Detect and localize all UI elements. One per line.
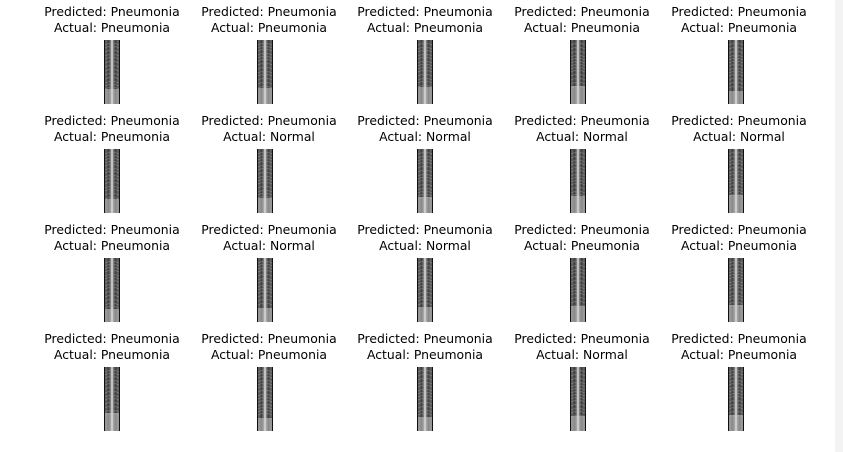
predicted-label: Predicted: Pneumonia xyxy=(44,222,180,237)
predicted-label: Predicted: Pneumonia xyxy=(671,222,807,237)
predicted-label: Predicted: Pneumonia xyxy=(671,331,807,346)
chest-xray-image xyxy=(417,367,433,431)
predicted-label: Predicted: Pneumonia xyxy=(201,222,337,237)
chest-xray-image xyxy=(257,40,273,104)
actual-label: Actual: Normal xyxy=(379,129,471,144)
scrollbar[interactable] xyxy=(835,0,843,452)
chest-xray-image xyxy=(570,258,586,322)
actual-label: Actual: Pneumonia xyxy=(680,347,798,362)
chest-xray-image xyxy=(728,40,744,104)
actual-label: Actual: Pneumonia xyxy=(680,238,798,253)
predicted-label: Predicted: Pneumonia xyxy=(514,331,650,346)
actual-label: Actual: Pneumonia xyxy=(366,20,484,35)
chest-xray-image xyxy=(104,367,120,431)
predicted-label: Predicted: Pneumonia xyxy=(514,4,650,19)
chest-xray-image xyxy=(728,367,744,431)
predicted-label: Predicted: Pneumonia xyxy=(357,4,493,19)
actual-label: Actual: Pneumonia xyxy=(523,20,641,35)
predicted-label: Predicted: Pneumonia xyxy=(671,113,807,128)
predicted-label: Predicted: Pneumonia xyxy=(357,222,493,237)
predicted-label: Predicted: Pneumonia xyxy=(201,331,337,346)
chest-xray-image xyxy=(728,258,744,322)
chest-xray-image xyxy=(417,40,433,104)
actual-label: Actual: Pneumonia xyxy=(210,347,328,362)
actual-label: Actual: Normal xyxy=(223,129,315,144)
chest-xray-image xyxy=(104,40,120,104)
predicted-label: Predicted: Pneumonia xyxy=(44,4,180,19)
actual-label: Actual: Pneumonia xyxy=(680,20,798,35)
chest-xray-image xyxy=(417,149,433,213)
actual-label: Actual: Pneumonia xyxy=(53,238,171,253)
chest-xray-image xyxy=(104,258,120,322)
chest-xray-image xyxy=(728,149,744,213)
actual-label: Actual: Pneumonia xyxy=(53,20,171,35)
predicted-label: Predicted: Pneumonia xyxy=(671,4,807,19)
chest-xray-image xyxy=(257,258,273,322)
chest-xray-image xyxy=(257,367,273,431)
predicted-label: Predicted: Pneumonia xyxy=(514,222,650,237)
predicted-label: Predicted: Pneumonia xyxy=(201,113,337,128)
chest-xray-image xyxy=(104,149,120,213)
actual-label: Actual: Pneumonia xyxy=(523,238,641,253)
chest-xray-image xyxy=(257,149,273,213)
predicted-label: Predicted: Pneumonia xyxy=(357,331,493,346)
actual-label: Actual: Pneumonia xyxy=(53,347,171,362)
predicted-label: Predicted: Pneumonia xyxy=(201,4,337,19)
predicted-label: Predicted: Pneumonia xyxy=(514,113,650,128)
actual-label: Actual: Pneumonia xyxy=(53,129,171,144)
predicted-label: Predicted: Pneumonia xyxy=(44,331,180,346)
chest-xray-image xyxy=(570,40,586,104)
actual-label: Actual: Normal xyxy=(536,129,628,144)
actual-label: Actual: Normal xyxy=(693,129,785,144)
actual-label: Actual: Normal xyxy=(536,347,628,362)
chest-xray-image xyxy=(417,258,433,322)
actual-label: Actual: Normal xyxy=(379,238,471,253)
actual-label: Actual: Normal xyxy=(223,238,315,253)
actual-label: Actual: Pneumonia xyxy=(366,347,484,362)
actual-label: Actual: Pneumonia xyxy=(210,20,328,35)
predicted-label: Predicted: Pneumonia xyxy=(357,113,493,128)
predicted-label: Predicted: Pneumonia xyxy=(44,113,180,128)
chest-xray-image xyxy=(570,149,586,213)
chest-xray-image xyxy=(570,367,586,431)
